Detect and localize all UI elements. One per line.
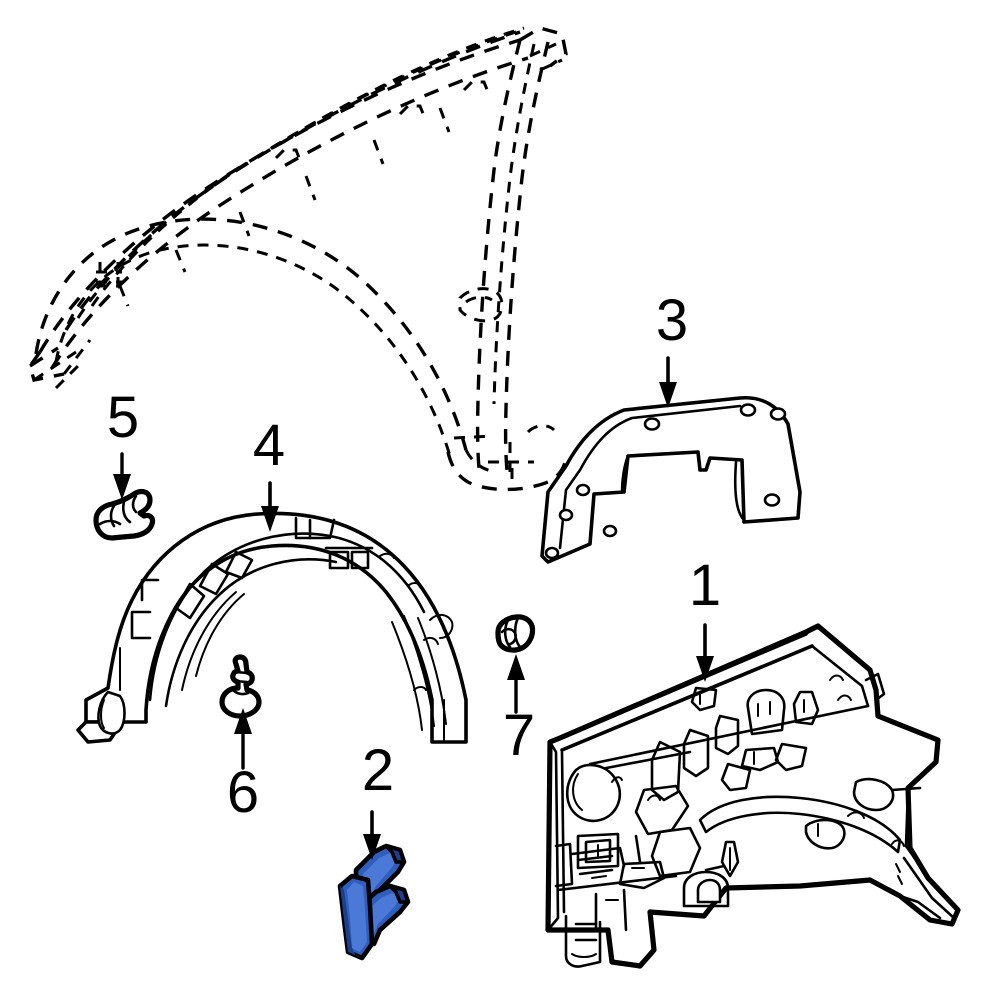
- part-7-plug-grommet: [495, 614, 536, 653]
- callout-numbers: 1 2 3 4 5 6 7: [107, 288, 721, 825]
- callout-number-2: 2: [362, 738, 394, 803]
- callout-arrow-7: [507, 654, 525, 714]
- callout-arrow-2: [363, 810, 381, 860]
- bolt-hole: [769, 407, 787, 421]
- callout-arrow-1: [696, 623, 714, 682]
- callout-number-4: 4: [253, 413, 285, 478]
- callout-number-3: 3: [656, 288, 688, 353]
- part-3-cowl-side-panel: [540, 396, 802, 564]
- callout-arrows: [113, 356, 714, 860]
- part-4-fender-liner-splash-shield: [76, 511, 468, 744]
- callout-arrow-3: [659, 356, 677, 408]
- callout-number-6: 6: [227, 760, 259, 825]
- callout-arrow-5: [113, 452, 131, 500]
- part-5-retainer-clip: [93, 488, 156, 541]
- bolt-hole: [602, 524, 618, 538]
- part-2-apron-reinforcement-bracket: [337, 843, 411, 961]
- part-1-dash-panel-assembly: [545, 623, 961, 969]
- bracket-spine-highlight: [347, 882, 367, 952]
- bolt-hole: [763, 493, 781, 507]
- bolt-hole: [643, 417, 661, 431]
- bolt-hole: [558, 508, 574, 522]
- bolt-hole: [544, 546, 560, 560]
- bracket-upper-tip: [384, 844, 406, 864]
- part-6-push-pin-rivet: [219, 654, 262, 719]
- bracket-lower-tip: [388, 884, 410, 904]
- bracket-upper-arm-highlight: [363, 853, 397, 898]
- bracket-spine-shadow: [340, 886, 362, 958]
- callout-arrow-4: [261, 481, 279, 532]
- bolt-hole: [739, 403, 757, 417]
- bolt-hole: [575, 483, 591, 497]
- callout-number-5: 5: [107, 385, 139, 450]
- callout-number-7: 7: [503, 703, 535, 768]
- fender-phantom-outline: [28, 26, 568, 492]
- callout-number-1: 1: [689, 553, 721, 618]
- callout-arrow-6: [234, 708, 252, 770]
